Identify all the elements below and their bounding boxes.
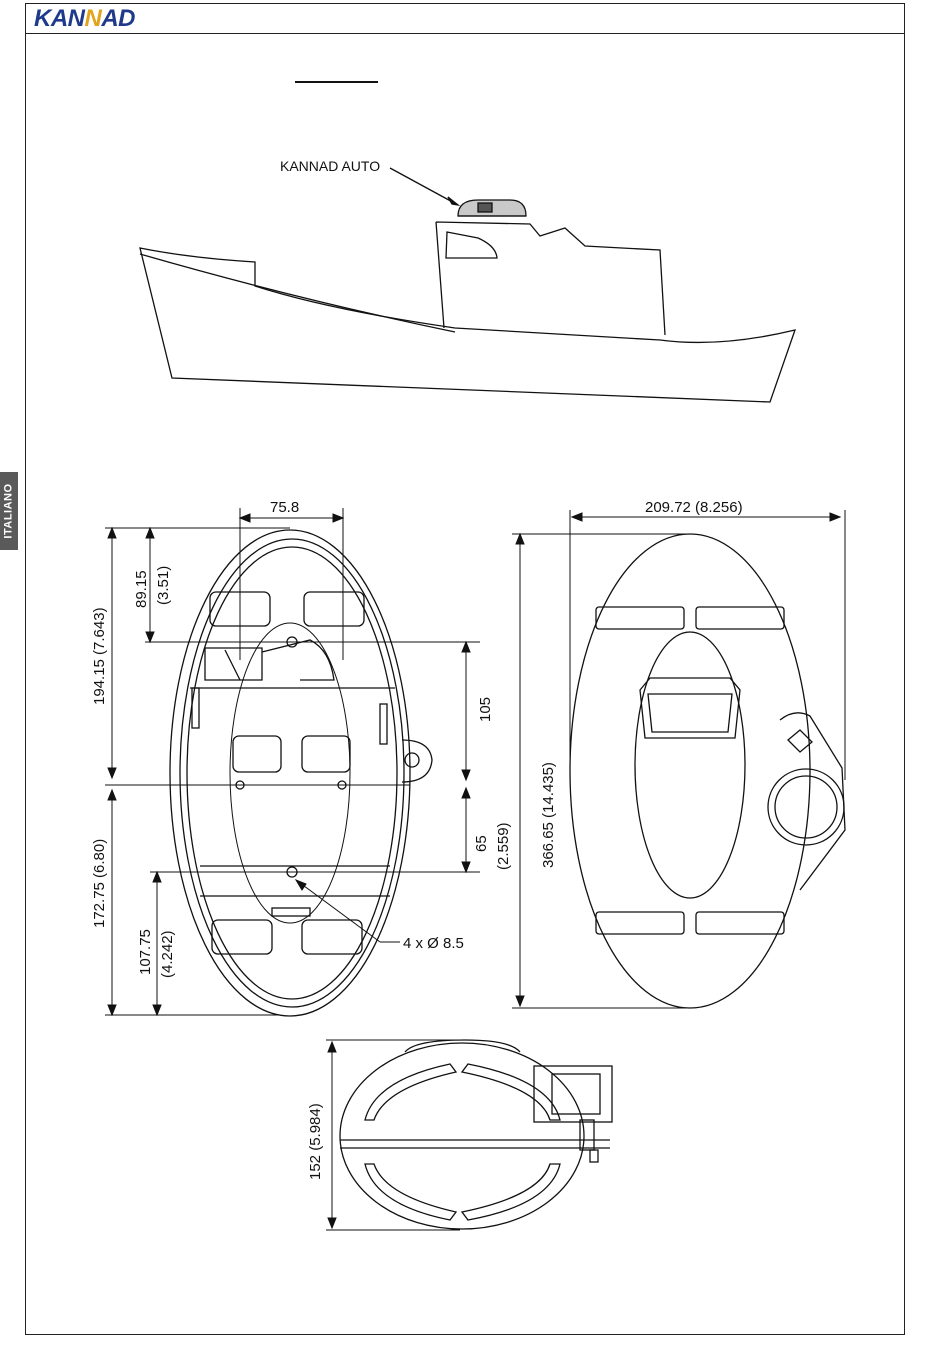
mounting-ear: [402, 740, 432, 782]
holes-label: 4 x Ø 8.5: [403, 935, 464, 952]
boat-cabin: [436, 222, 665, 335]
dim-front-width: 209.72 (8.256): [645, 499, 743, 516]
top-view-housing: [170, 530, 432, 1016]
boat-window: [446, 232, 497, 258]
dim-front-height: 366.65 (14.435): [540, 762, 557, 868]
dim-inner-bottom-mm: 107.75: [137, 929, 154, 975]
callout-leader-line: [390, 168, 458, 205]
top-view-labels: 75.8 194.15 (7.643) 89.15 (3.51) 172.75 …: [91, 499, 512, 978]
dim-width-75-8: 75.8: [270, 499, 299, 516]
callout-label: KANNAD AUTO: [280, 158, 380, 174]
front-view-housing: [570, 534, 845, 1008]
dim-inner-bottom-in: (4.242): [159, 930, 176, 978]
boat-hull: [140, 248, 795, 402]
dim-right-lower-mm: 65: [473, 835, 490, 852]
mechanism-detail: [205, 640, 334, 680]
dim-right-upper: 105: [477, 697, 494, 722]
dim-inner-top-mm: 89.15: [133, 570, 150, 608]
boat-illustration: [140, 168, 795, 402]
beacon-on-roof: [458, 200, 526, 216]
side-view-dimensions: [326, 1040, 460, 1230]
dim-lower-height: 172.75 (6.80): [91, 839, 108, 928]
dim-right-lower-in: (2.559): [495, 822, 512, 870]
front-view-dimensions: [512, 510, 845, 1008]
dim-inner-top-in: (3.51): [155, 566, 172, 605]
side-view-housing: [340, 1040, 612, 1229]
dim-side-height: 152 (5.984): [307, 1103, 324, 1180]
dim-upper-height: 194.15 (7.643): [91, 607, 108, 705]
